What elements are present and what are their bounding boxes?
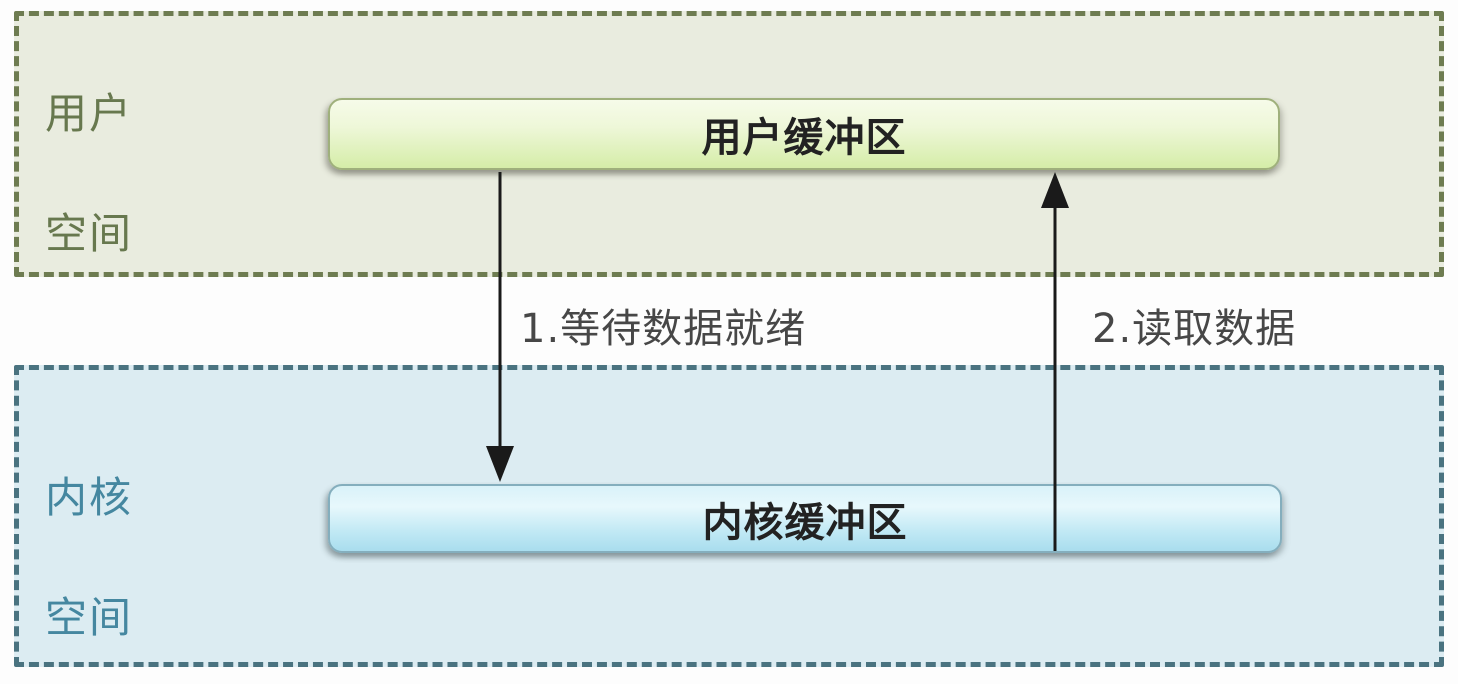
user-space-label-line1: 用户 <box>45 89 134 138</box>
kernel-space-label-line2: 空间 <box>45 593 134 642</box>
user-buffer-label: 用户缓冲区 <box>701 115 907 161</box>
user-space-label-line2: 空间 <box>45 209 134 258</box>
kernel-buffer-node: 内核缓冲区 <box>328 484 1282 553</box>
wait-data-arrow-label: 1.等待数据就绪 <box>520 306 807 352</box>
kernel-buffer-label: 内核缓冲区 <box>702 499 908 546</box>
kernel-space-label-line1: 内核 <box>45 473 134 522</box>
read-data-arrow-label: 2.读取数据 <box>1092 306 1297 352</box>
kernel-space-label: 内核 空间 <box>45 468 133 648</box>
user-space-label: 用户 空间 <box>45 84 133 264</box>
user-buffer-node: 用户缓冲区 <box>328 98 1280 170</box>
